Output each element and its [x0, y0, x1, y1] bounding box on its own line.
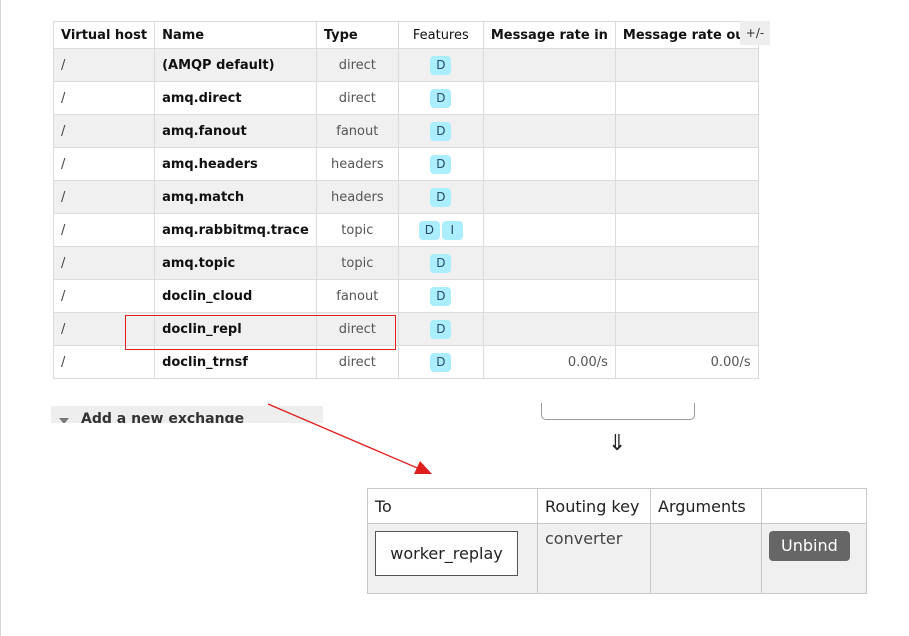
exchange-rate-in — [482, 81, 616, 115]
exchange-vhost: / — [52, 345, 156, 379]
add-exchange-section[interactable]: Add a new exchange — [51, 406, 323, 423]
exchange-type: fanout — [315, 279, 399, 313]
exchange-vhost: / — [52, 213, 156, 247]
collapse-triangle-icon — [59, 418, 69, 423]
exchange-rate-out — [614, 147, 759, 181]
exchange-rate-out — [614, 81, 759, 115]
exchanges-table: Virtual host Name Type Features Message … — [52, 21, 759, 379]
bindings-table: To Routing key Arguments worker_replay c… — [367, 488, 867, 594]
feature-badge: D — [430, 286, 452, 306]
exchanges-header-row: Virtual host Name Type Features Message … — [52, 21, 759, 49]
exchange-rate-out — [614, 180, 759, 214]
binding-destination-link[interactable]: worker_replay — [375, 531, 518, 576]
exchange-name-link[interactable]: (AMQP default) — [154, 48, 317, 82]
bindings-header-row: To Routing key Arguments — [367, 488, 867, 524]
col-header-name[interactable]: Name — [154, 21, 317, 49]
annotation-arrow-line — [267, 403, 423, 471]
feature-badge: D — [430, 55, 452, 75]
exchange-rate-out — [614, 279, 759, 313]
down-arrow-icon: ⇓ — [608, 431, 627, 456]
exchange-vhost: / — [52, 279, 156, 313]
bracket-divider — [541, 403, 695, 420]
exchange-name-link[interactable]: amq.direct — [154, 81, 317, 115]
exchange-name-link[interactable]: doclin_repl — [154, 312, 317, 346]
exchange-vhost: / — [52, 312, 156, 346]
exchange-rate-out — [614, 114, 759, 148]
exchange-vhost: / — [52, 180, 156, 214]
exchange-rate-in — [482, 180, 616, 214]
feature-badge: D — [430, 352, 452, 372]
exchange-type: direct — [315, 81, 399, 115]
left-border — [0, 0, 1, 636]
exchange-type: direct — [315, 345, 399, 379]
feature-badge: D — [430, 319, 452, 339]
exchange-rate-in — [482, 312, 616, 346]
feature-badge: D — [430, 121, 452, 141]
exchange-vhost: / — [52, 81, 156, 115]
exchange-type: headers — [315, 147, 399, 181]
exchange-vhost: / — [52, 246, 156, 280]
exchange-rate-out — [614, 246, 759, 280]
exchange-name-link[interactable]: amq.rabbitmq.trace — [154, 213, 317, 247]
unbind-button[interactable]: Unbind — [769, 531, 850, 561]
col-header-to: To — [367, 488, 538, 524]
exchange-features: D — [397, 279, 484, 313]
feature-badge: I — [441, 220, 463, 240]
exchange-rate-out: 0.00/s — [614, 345, 759, 379]
exchange-type: topic — [315, 246, 399, 280]
add-exchange-label: Add a new exchange — [81, 411, 245, 423]
exchange-rate-in: 0.00/s — [482, 345, 616, 379]
binding-row: worker_replay converter Unbind — [367, 523, 867, 594]
column-toggle-button[interactable]: +/- — [740, 21, 770, 45]
exchange-name-link[interactable]: doclin_cloud — [154, 279, 317, 313]
col-header-features: Features — [397, 21, 484, 49]
col-header-vhost[interactable]: Virtual host — [52, 21, 156, 49]
feature-badge: D — [430, 154, 452, 174]
exchange-features: D — [397, 81, 484, 115]
exchange-rate-in — [482, 246, 616, 280]
binding-arguments — [650, 523, 762, 594]
exchange-features: D — [397, 345, 484, 379]
exchange-vhost: / — [52, 114, 156, 148]
binding-routing-key: converter — [537, 523, 651, 594]
feature-badge: D — [430, 187, 452, 207]
exchange-rate-in — [482, 114, 616, 148]
exchange-type: topic — [315, 213, 399, 247]
exchange-rate-in — [482, 213, 616, 247]
exchange-name-link[interactable]: amq.match — [154, 180, 317, 214]
col-header-rate-out[interactable]: Message rate out — [614, 21, 759, 49]
exchange-name-link[interactable]: doclin_trnsf — [154, 345, 317, 379]
exchange-features: D — [397, 114, 484, 148]
highlight-box — [125, 315, 396, 350]
feature-badge: D — [430, 253, 452, 273]
feature-badge: D — [418, 220, 440, 240]
exchange-name-link[interactable]: amq.fanout — [154, 114, 317, 148]
exchange-vhost: / — [52, 147, 156, 181]
feature-badge: D — [430, 88, 452, 108]
col-header-arguments: Arguments — [650, 488, 762, 524]
col-header-routing-key: Routing key — [537, 488, 651, 524]
binding-action-cell: Unbind — [761, 523, 867, 594]
annotation-arrowhead-icon — [414, 461, 432, 474]
col-header-action — [761, 488, 867, 524]
exchange-rate-out — [614, 213, 759, 247]
exchange-rate-in — [482, 48, 616, 82]
exchange-features: D — [397, 180, 484, 214]
col-header-rate-in[interactable]: Message rate in — [482, 21, 616, 49]
exchange-type: direct — [315, 312, 399, 346]
binding-destination-cell: worker_replay — [367, 523, 538, 594]
exchange-vhost: / — [52, 48, 156, 82]
